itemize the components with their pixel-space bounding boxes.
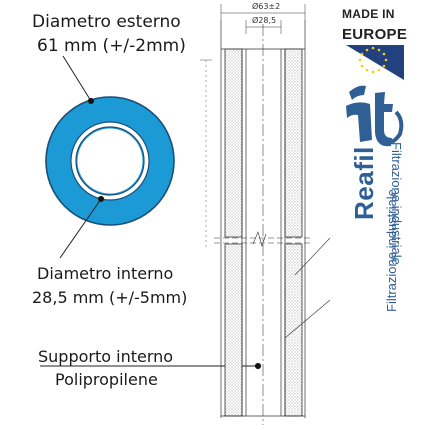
outer-dimension-label: Ø63±2 [252, 2, 281, 11]
inner-bore-core [77, 128, 143, 194]
made-in-text: MADE IN [342, 7, 395, 21]
support-value: Polipropilene [55, 370, 158, 389]
made-in-europe-badge: MADE IN EUROPE [342, 6, 408, 68]
brand-block: Reafil [349, 60, 380, 220]
left-wall-lower [224, 243, 243, 417]
leader-lines [40, 55, 262, 370]
brand-name: Reafil [349, 146, 379, 220]
europe-text: EUROPE [342, 26, 408, 43]
right-wall-lower [284, 243, 303, 417]
outer-diameter-title: Diametro esterno [32, 12, 181, 32]
ring-cross-section [45, 96, 175, 226]
inner-diameter-value: 28,5 mm (+/-5mm) [32, 288, 188, 307]
left-wall-upper [224, 48, 243, 238]
inner-diameter-title: Diametro interno [37, 264, 174, 283]
leader-outer [62, 55, 92, 102]
leader-inner [59, 198, 102, 259]
right-wall-upper [284, 48, 303, 238]
inner-dimension-label: Ø28,5 [252, 16, 277, 25]
eu-flag-icon [346, 45, 404, 80]
reafil-logo-icon [346, 85, 404, 147]
support-title: Supporto interno [38, 347, 174, 366]
brand-tagline-mirrored: Filtrazione industriale [389, 142, 404, 265]
filter-section [200, 4, 331, 425]
outer-diameter-value: 61 mm (+/-2mm) [37, 36, 186, 56]
